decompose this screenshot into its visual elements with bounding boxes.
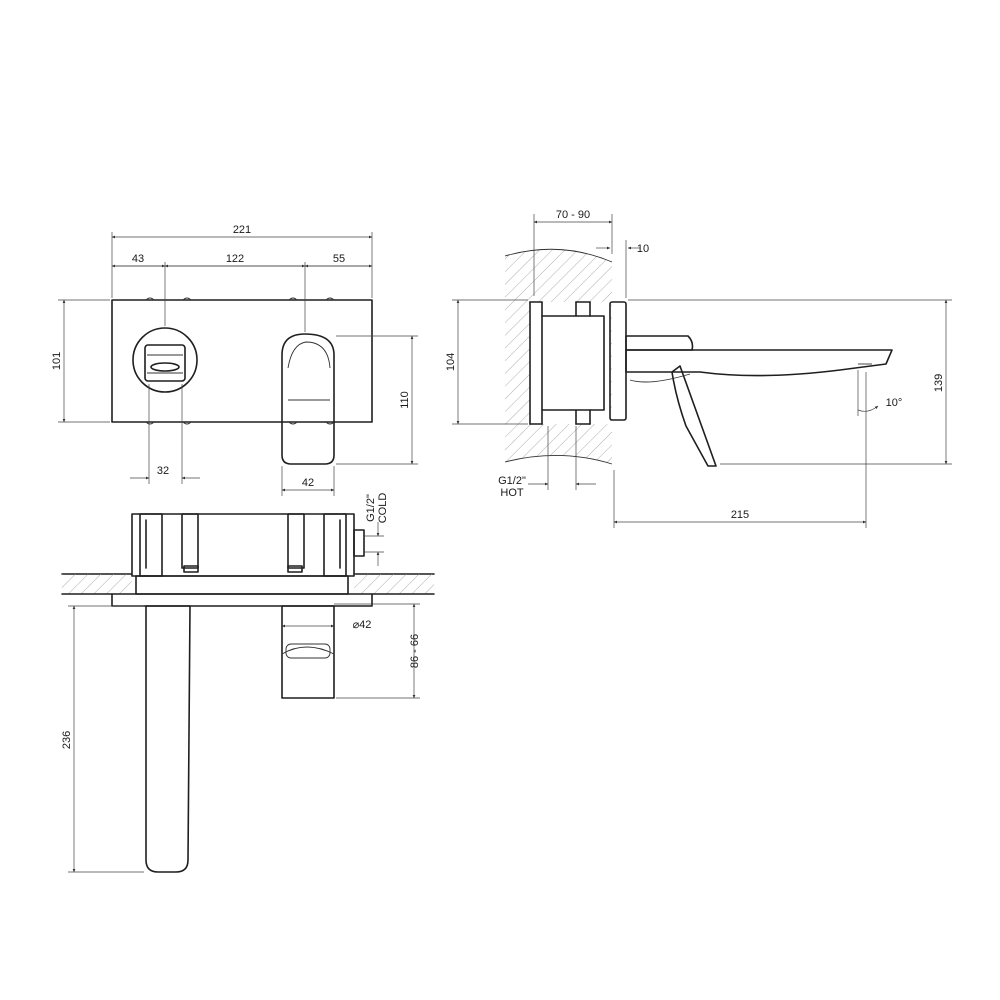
aerator (150, 362, 180, 372)
dim-lever-drop: 110 (399, 391, 411, 409)
front-view: 221 43 122 55 101 110 32 42 (51, 224, 418, 496)
dim-body-height: 104 (445, 353, 457, 371)
side-dimensions (452, 214, 952, 528)
top-lever (281, 605, 335, 699)
dim-spout-angle: 10° (886, 397, 903, 409)
dim-lever-diameter: ⌀42 (353, 619, 372, 631)
spout-outlet (144, 344, 186, 382)
dim-outlet-width: 32 (157, 465, 169, 477)
side-lever (625, 335, 694, 351)
spout-outlet-rosette (132, 327, 198, 393)
dim-overall-width: 221 (233, 224, 251, 236)
cold-connection (353, 529, 365, 557)
dim-wall-depth: 70 - 90 (556, 209, 590, 221)
plate-nubs (145, 297, 335, 425)
top-plate (111, 593, 373, 607)
top-view: G1/2" COLD ⌀42 86 - 66 236 (61, 493, 435, 873)
dim-left-offset: 43 (132, 253, 144, 265)
dim-center-distance: 122 (226, 253, 244, 265)
dim-lever-height: 86 - 66 (409, 634, 421, 668)
cold-connection-label: G1/2" (365, 494, 377, 522)
dim-projection: 215 (731, 509, 749, 521)
lever-handle (671, 365, 717, 467)
front-dimensions (58, 232, 418, 496)
top-body-ports (139, 513, 347, 577)
top-spout (145, 605, 191, 873)
concealed-body (529, 301, 605, 425)
hot-connection-label: G1/2" (498, 475, 526, 487)
side-plate (609, 301, 627, 421)
side-view: 70 - 90 10 104 139 215 10° G1/2" HOT (445, 209, 952, 528)
hot-connection-sublabel: HOT (500, 487, 524, 499)
dim-right-offset: 55 (333, 253, 345, 265)
front-plate (111, 299, 373, 423)
mixer-lever (281, 333, 335, 465)
dim-plate-height: 101 (51, 352, 63, 370)
cold-connection-sublabel: COLD (377, 493, 389, 524)
dim-total-height: 139 (933, 374, 945, 392)
side-spout (625, 349, 893, 377)
top-dimensions (68, 522, 420, 873)
dim-plate-thickness: 10 (637, 243, 649, 255)
dim-spout-length: 236 (61, 731, 73, 749)
dim-lever-width: 42 (302, 477, 314, 489)
